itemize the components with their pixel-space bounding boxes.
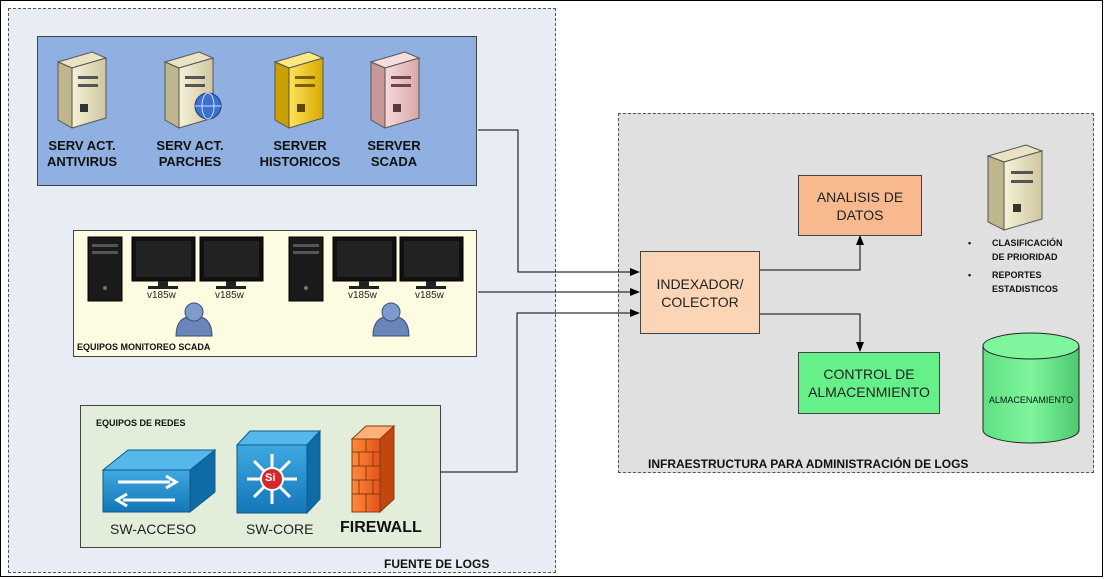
fuente-de-logs-label: FUENTE DE LOGS [384, 557, 490, 571]
sw-core-badge: Si [265, 472, 276, 484]
monitor-3-label: v185w [348, 290, 377, 301]
connector-network-indexador [441, 309, 640, 473]
firewall-label: FIREWALL [340, 519, 422, 536]
storage-cylinder [982, 332, 1080, 444]
connector-servers-indexador [478, 129, 640, 276]
monitoring-title: EQUIPOS MONITOREO SCADA [77, 342, 211, 352]
analisis-datos-node: ANALISIS DE DATOS [798, 175, 922, 236]
indexador-colector-node: INDEXADOR/ COLECTOR [640, 251, 760, 334]
infraestructura-label: INFRAESTRUCTURA PARA ADMINISTRACIÓN DE L… [648, 457, 969, 471]
server-historicos-label: SERVER HISTORICOS [259, 138, 341, 169]
server-parches-label: SERV ACT. PARCHES [156, 138, 224, 169]
user-right-icon [372, 302, 410, 337]
bullet-reportes-text: REPORTES ESTADISTICOS [992, 270, 1058, 294]
sw-core-icon [235, 429, 322, 515]
bullet-clasificacion-text: CLASIFICACIÓN DE PRIORIDAD [992, 238, 1063, 262]
sw-acceso-icon [101, 448, 217, 514]
server-antivirus-label: SERV ACT. ANTIVIRUS [46, 138, 118, 169]
monitor-2-label: v185w [215, 290, 244, 301]
network-title: EQUIPOS DE REDES [96, 418, 186, 428]
connector-indexador-analisis [760, 235, 864, 271]
monitor-3-icon [332, 236, 397, 289]
monitor-2-icon [199, 236, 264, 289]
monitor-1-icon [131, 236, 196, 289]
server-parches-icon [163, 51, 222, 129]
server-antivirus-icon [56, 51, 108, 129]
monitor-4-icon [399, 236, 464, 289]
server-historicos-icon [273, 51, 325, 129]
server-infra-icon [986, 144, 1044, 231]
user-left-icon [175, 302, 213, 337]
firewall-icon [350, 424, 396, 514]
monitor-1-label: v185w [147, 290, 176, 301]
workstation-right-icon [288, 236, 324, 302]
monitor-4-label: v185w [415, 290, 444, 301]
sw-acceso-label: SW-ACCESO [110, 521, 197, 537]
control-almacenamiento-node: CONTROL DE ALMACENMIENTO [798, 352, 940, 414]
sw-core-label: SW-CORE [246, 521, 314, 537]
workstation-left-icon [87, 236, 123, 302]
server-scada-icon [369, 51, 421, 129]
connector-indexador-control [760, 313, 864, 352]
almacenamiento-label: ALMACENAMIENTO [988, 395, 1074, 405]
server-scada-label: SERVER SCADA [367, 138, 421, 169]
